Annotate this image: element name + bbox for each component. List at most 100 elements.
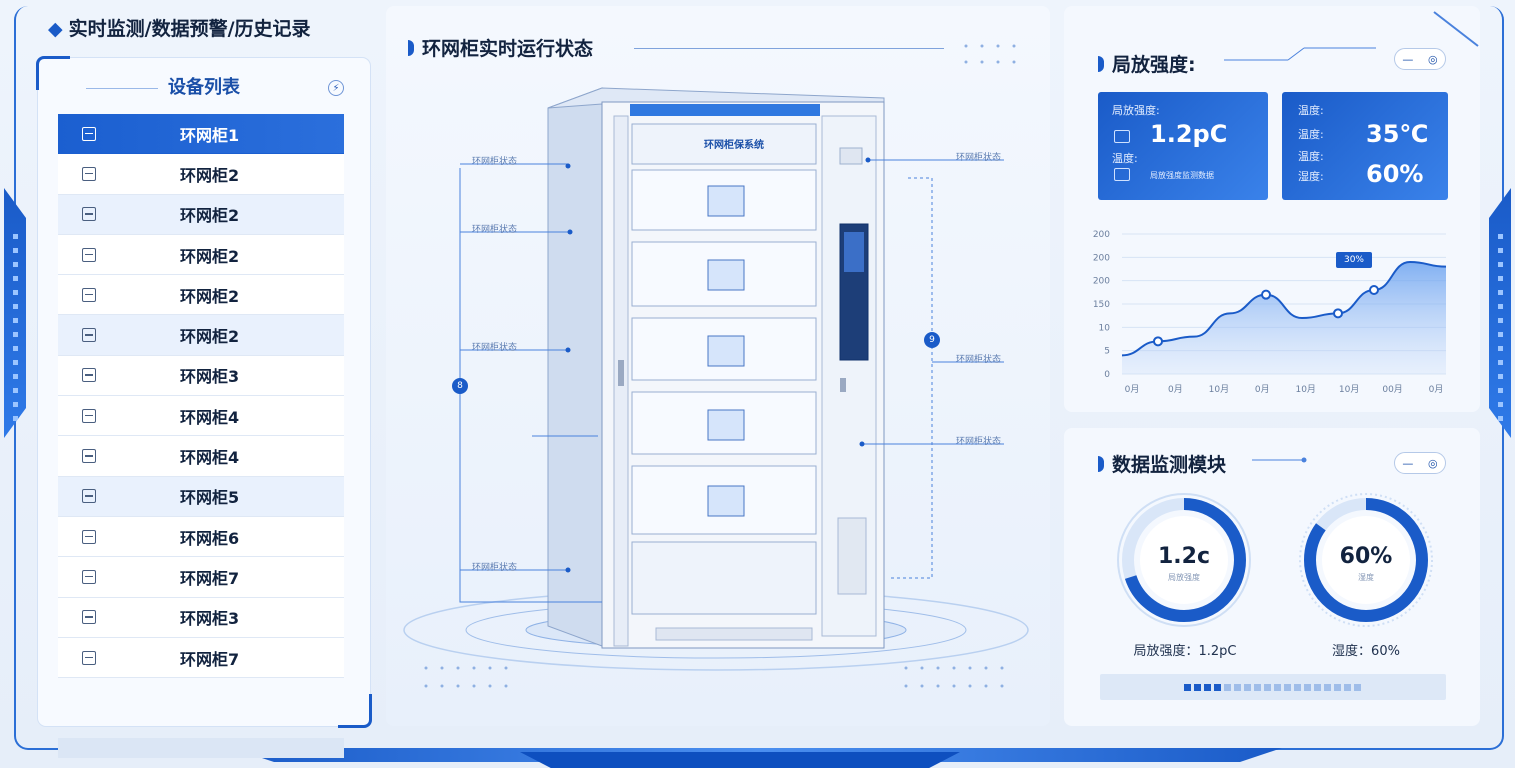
progress-segment [1274,684,1281,691]
y-tick-label: 150 [1093,300,1110,310]
device-list-item[interactable]: 环网柜3 [58,597,344,638]
device-label: 环网柜2 [180,165,240,185]
device-icon [82,368,96,383]
progress-segment [1334,684,1341,691]
card1-label: 局放强度: [1112,104,1160,117]
callout-left-4: 环网柜状态 [472,563,518,573]
ring2-arc [1304,498,1428,622]
cabinet-nameplate: 环网柜保系统 [704,140,764,151]
device-icon [82,126,96,141]
ring1-caption: 局放强度：1.2pC [1133,644,1237,659]
device-list-item[interactable]: 环网柜2 [58,234,344,276]
device-label: 环网柜2 [180,286,240,306]
device-list-item[interactable]: 环网柜2 [58,194,344,235]
device-label: 环网柜2 [180,206,240,226]
y-tick-label: 5 [1104,347,1110,357]
cabinet-badge-1[interactable]: 8 [452,378,468,394]
page-title: ◆实时监测/数据预警/历史记录 [48,18,311,40]
data-point[interactable] [1333,308,1343,319]
chart-icon [1114,130,1130,143]
x-tick-label: 0月 [1125,384,1140,395]
y-tick-label: 10 [1099,323,1111,333]
minus-icon[interactable]: — [1402,456,1414,470]
card1-sub-label: 温度: [1112,152,1138,165]
progress-segment [1244,684,1251,691]
device-label: 环网柜5 [180,488,240,508]
card2-row1-value: 35℃ [1366,120,1429,148]
left-side-tab [4,188,26,438]
device-list-item[interactable]: 环网柜1 [58,114,344,155]
bottom-decor-tab [520,752,960,768]
device-list-item[interactable]: 环网柜2 [58,315,344,356]
device-list-item[interactable]: 环网柜7 [58,637,344,679]
device-label: 环网柜1 [180,125,240,145]
card2-row3-label: 湿度: [1298,170,1324,183]
ring1-sub: 局放强度 [1168,573,1200,582]
x-tick-label: 0月 [1168,384,1183,395]
device-icon [82,650,96,665]
x-tick-label: 00月 [1382,384,1402,395]
progress-segment [1254,684,1261,691]
cabinet-badge-2[interactable]: 9 [924,332,940,348]
progress-segment [1194,684,1201,691]
device-list-item[interactable]: 环网柜7 [58,557,344,598]
title-decor-line [1224,11,1479,61]
device-list-item[interactable]: 环网柜2 [58,275,344,316]
device-list-item[interactable]: 环网柜4 [58,396,344,437]
callout-left-3: 环网柜状态 [472,343,518,353]
minus-icon[interactable]: — [1402,52,1414,66]
data-point[interactable] [1153,336,1163,347]
title-mark-icon [408,39,414,56]
progress-segment [1284,684,1291,691]
corner-decor [338,694,372,728]
callout-right-1: 环网柜状态 [956,153,1002,163]
chart-tooltip: 30% [1336,252,1372,268]
toggle-icon[interactable]: ◎ [1428,52,1438,66]
progress-segment [1324,684,1331,691]
discharge-toggle[interactable]: —◎ [1394,48,1446,70]
card1-note: 局放强度监测数据 [1150,171,1214,180]
header-divider [86,88,158,89]
device-list-item[interactable]: 环网柜3 [58,355,344,397]
card2-label: 温度: [1298,104,1324,117]
progress-segment [1204,684,1211,691]
discharge-panel-title: 局放强度: [1098,50,1196,77]
toggle-icon[interactable]: ◎ [1428,456,1438,470]
device-label: 环网柜6 [180,528,240,548]
progress-segment [1294,684,1301,691]
ring2-caption: 湿度：60% [1332,644,1400,659]
monitor-panel-title: 数据监测模块 [1098,450,1226,477]
discharge-metric-card: 局放强度: 1.2pC 温度: 局放强度监测数据 [1098,92,1268,200]
device-list-item[interactable]: 环网柜2 [58,154,344,195]
monitor-toggle[interactable]: —◎ [1394,452,1446,474]
monitor-progress-strip [1100,674,1446,700]
device-list-item[interactable]: 环网柜6 [58,516,344,558]
temperature-metric-card: 温度: 温度: 35℃ 温度: 湿度: 60% [1282,92,1448,200]
device-label: 环网柜7 [180,568,240,588]
device-label: 环网柜7 [180,649,240,669]
x-tick-label: 10月 [1295,384,1315,395]
device-icon [82,207,96,222]
y-tick-label: 0 [1104,370,1110,380]
device-list-item[interactable]: 环网柜5 [58,476,344,517]
x-tick-label: 10月 [1339,384,1359,395]
device-list-item[interactable]: 环网柜4 [58,436,344,477]
device-label: 环网柜2 [180,246,240,266]
device-icon [82,408,96,423]
list-scroll-footer[interactable] [58,738,344,758]
data-point[interactable] [1369,285,1379,295]
ring1-arc [1122,498,1246,622]
device-icon [82,610,96,625]
callout-left-1: 环网柜状态 [472,157,518,167]
device-label: 环网柜4 [180,407,240,427]
y-tick-label: 200 [1093,253,1110,263]
refresh-icon[interactable]: ⚡ [328,80,344,96]
ring1-value: 1.2c [1157,544,1210,569]
callout-right-2: 环网柜状态 [956,355,1002,365]
data-point[interactable] [1261,289,1271,300]
device-icon [82,287,96,302]
x-tick-label: 10月 [1209,384,1229,395]
